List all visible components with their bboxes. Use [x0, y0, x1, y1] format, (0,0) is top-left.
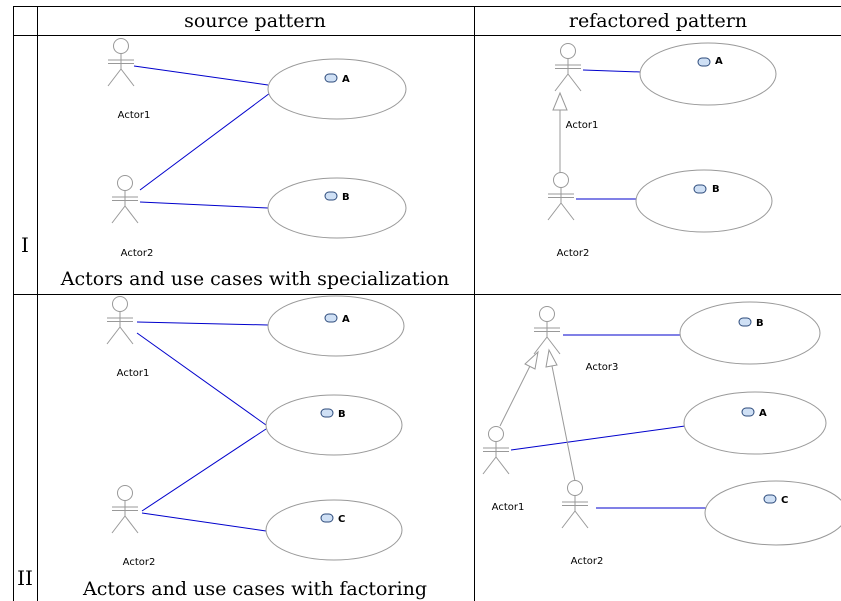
actor-figure	[547, 172, 575, 221]
association-line	[139, 92, 271, 191]
actor-label: Actor2	[557, 248, 590, 259]
actor-figure	[111, 485, 139, 534]
generalization-arrowhead	[545, 348, 558, 368]
use-case-icon	[697, 57, 711, 67]
association-line	[139, 201, 269, 209]
use-case-label: B	[756, 318, 764, 329]
generalization-arrowhead	[524, 350, 539, 370]
header-refactored-pattern: refactored pattern	[569, 10, 747, 32]
use-case-icon	[320, 513, 334, 523]
actor-label: Actor3	[586, 362, 619, 373]
use-case-label: A	[715, 56, 723, 67]
use-case-ellipse	[639, 42, 777, 106]
diagram-row2-refactored: B A C Actor3 Actor1 Actor2	[482, 301, 841, 567]
use-case-icon	[324, 73, 338, 83]
diagram-row1-refactored: A B Actor1 Actor2	[547, 42, 777, 259]
use-case-icon	[741, 407, 755, 417]
actor-figure	[111, 175, 139, 224]
use-case-ellipse	[267, 177, 407, 239]
generalization-line	[551, 365, 576, 482]
use-case-label: C	[781, 495, 788, 506]
use-case-label: A	[342, 74, 350, 85]
actor-label: Actor1	[492, 502, 525, 513]
actor-label: Actor1	[566, 120, 599, 131]
use-case-icon	[693, 184, 707, 194]
use-case-icon	[763, 494, 777, 504]
table-grid	[13, 6, 841, 601]
row-label-2: II	[17, 566, 33, 590]
actor-label: Actor1	[117, 368, 150, 379]
row-caption-1: Actors and use cases with specialization	[60, 268, 449, 290]
association-line	[136, 321, 269, 326]
use-case-ellipse	[267, 58, 407, 120]
diagram-row2-source: A B C Actor1 Actor2	[106, 295, 405, 568]
actor-figure	[561, 480, 589, 529]
use-case-label: B	[712, 184, 720, 195]
use-case-ellipse	[704, 480, 841, 546]
actor-figure	[107, 38, 135, 87]
use-case-ellipse	[683, 391, 827, 455]
association-line	[136, 332, 267, 426]
association-line	[510, 425, 686, 451]
actor-label: Actor2	[571, 556, 604, 567]
association-line	[141, 428, 267, 512]
association-line	[141, 512, 267, 532]
actor-figure	[482, 426, 510, 475]
header-source-pattern: source pattern	[184, 10, 326, 32]
use-case-ellipse	[265, 499, 403, 561]
association-line	[582, 69, 642, 73]
actor-figure	[106, 296, 134, 345]
use-case-icon	[320, 408, 334, 418]
actor-label: Actor2	[123, 557, 156, 568]
actor-label: Actor2	[121, 248, 154, 259]
use-case-icon	[324, 191, 338, 201]
diagram-row1-source: A B Actor1 Actor2	[107, 38, 407, 259]
use-case-ellipse	[635, 169, 773, 233]
use-case-icon	[324, 313, 338, 323]
row-label-1: I	[21, 233, 29, 257]
actor-label: Actor1	[118, 110, 151, 121]
use-case-label: B	[338, 409, 346, 420]
association-line	[133, 65, 269, 86]
generalization-arrowhead	[552, 91, 568, 111]
use-case-ellipse	[265, 394, 403, 456]
use-case-label: C	[338, 514, 345, 525]
use-case-label: B	[342, 192, 350, 203]
use-case-label: A	[759, 408, 767, 419]
use-case-ellipse	[679, 301, 821, 365]
actor-figure	[554, 43, 582, 92]
actor-figure	[533, 306, 561, 355]
use-case-label: A	[342, 314, 350, 325]
generalization-line	[499, 365, 531, 427]
row-caption-2: Actors and use cases with factoring	[82, 578, 427, 600]
use-case-icon	[738, 317, 752, 327]
use-case-ellipse	[267, 295, 405, 357]
